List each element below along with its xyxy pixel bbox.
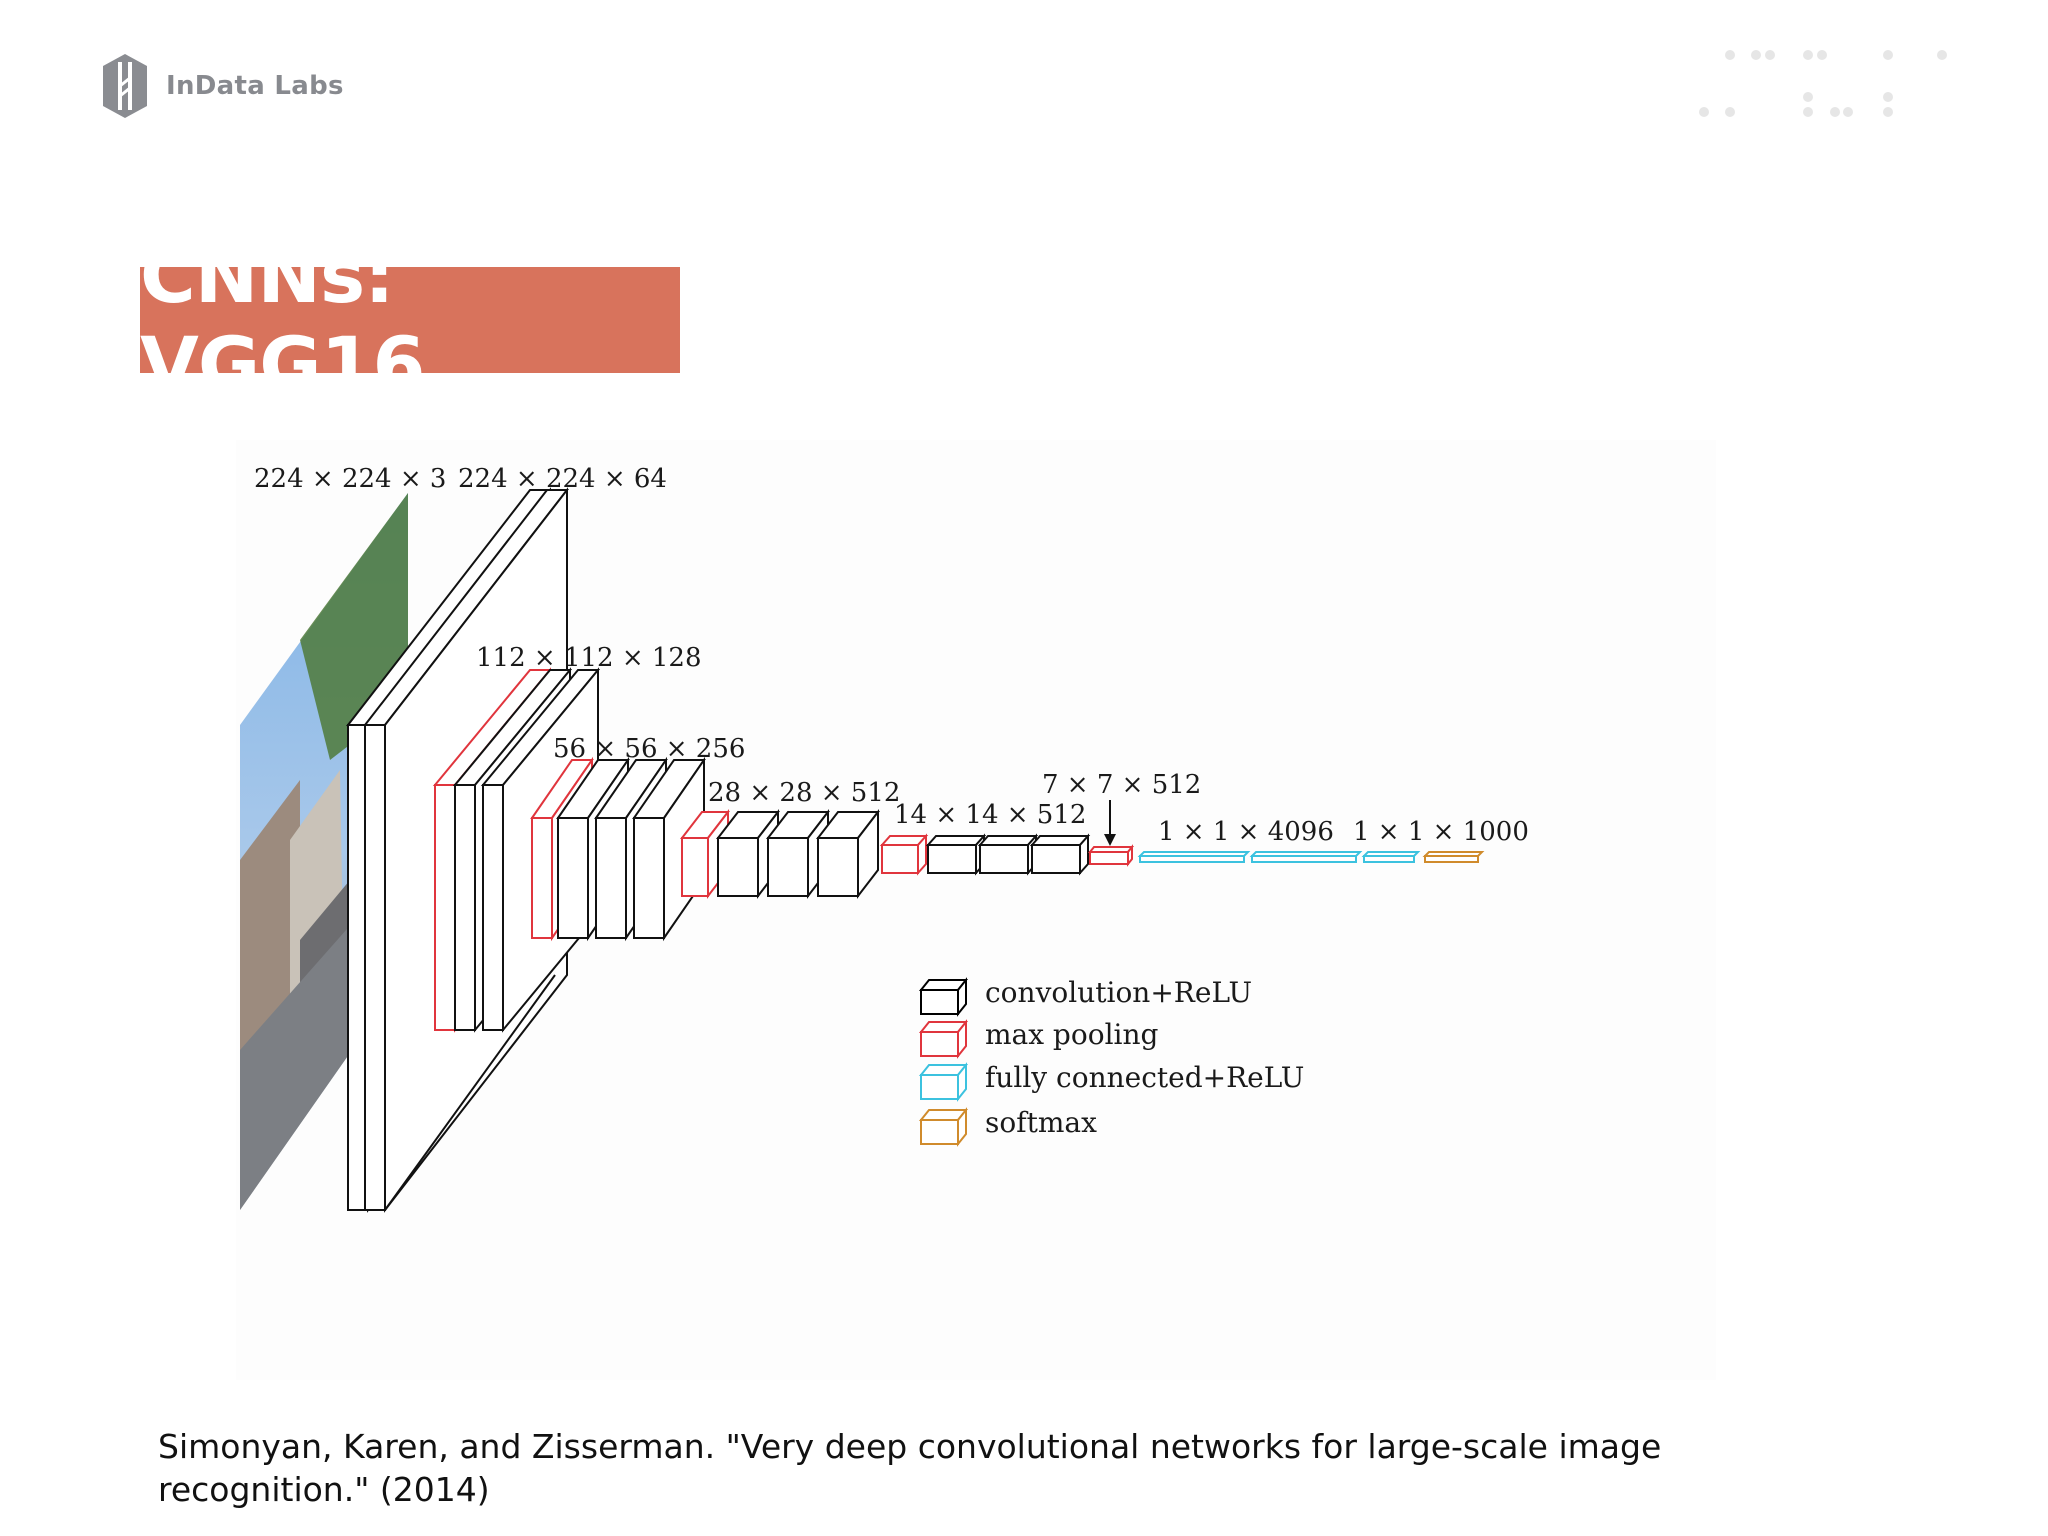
softmax-layer (1422, 851, 1485, 863)
legend-conv-label: convolution+ReLU (985, 976, 1252, 1009)
citation-line-1: Simonyan, Karen, and Zisserman. "Very de… (158, 1427, 1662, 1466)
legend: convolution+ReLU max pooling fully conne… (918, 976, 1304, 1147)
label-fc-dim: 1 × 1 × 4096 (1158, 817, 1334, 847)
citation: Simonyan, Karen, and Zisserman. "Very de… (158, 1425, 1758, 1511)
block-4 (679, 809, 881, 899)
label-conv1-dim: 224 × 224 × 64 (458, 464, 667, 494)
legend-pool-label: max pooling (985, 1018, 1159, 1051)
label-block4-dim: 28 × 28 × 512 (708, 778, 900, 808)
label-pool-dim: 7 × 7 × 512 (1042, 770, 1201, 800)
legend-conv-icon (918, 977, 969, 1017)
legend-fc-icon (918, 1062, 969, 1102)
legend-fc-label: fully connected+ReLU (985, 1061, 1304, 1094)
citation-line-2: recognition." (2014) (158, 1470, 490, 1509)
block-3 (530, 756, 706, 942)
block-5 (879, 833, 1091, 876)
legend-softmax-icon (918, 1107, 969, 1147)
fully-connected-layers (1137, 851, 1421, 863)
pool-7x7 (1087, 844, 1135, 867)
label-input-dim: 224 × 224 × 3 (254, 464, 446, 494)
label-block5-dim: 14 × 14 × 512 (894, 800, 1086, 830)
logo-text: InData Labs (166, 71, 344, 101)
label-block2-dim: 112 × 112 × 128 (476, 643, 702, 673)
indata-labs-logo: InData Labs (100, 50, 344, 122)
indata-labs-logo-icon (103, 54, 147, 118)
dot-grid-decoration (1699, 50, 1947, 117)
legend-pool-icon (918, 1019, 969, 1059)
label-block3-dim: 56 × 56 × 256 (553, 734, 745, 764)
legend-softmax-label: softmax (985, 1106, 1097, 1139)
arrow-head-icon (1104, 834, 1116, 846)
label-softmax-dim: 1 × 1 × 1000 (1353, 817, 1529, 847)
